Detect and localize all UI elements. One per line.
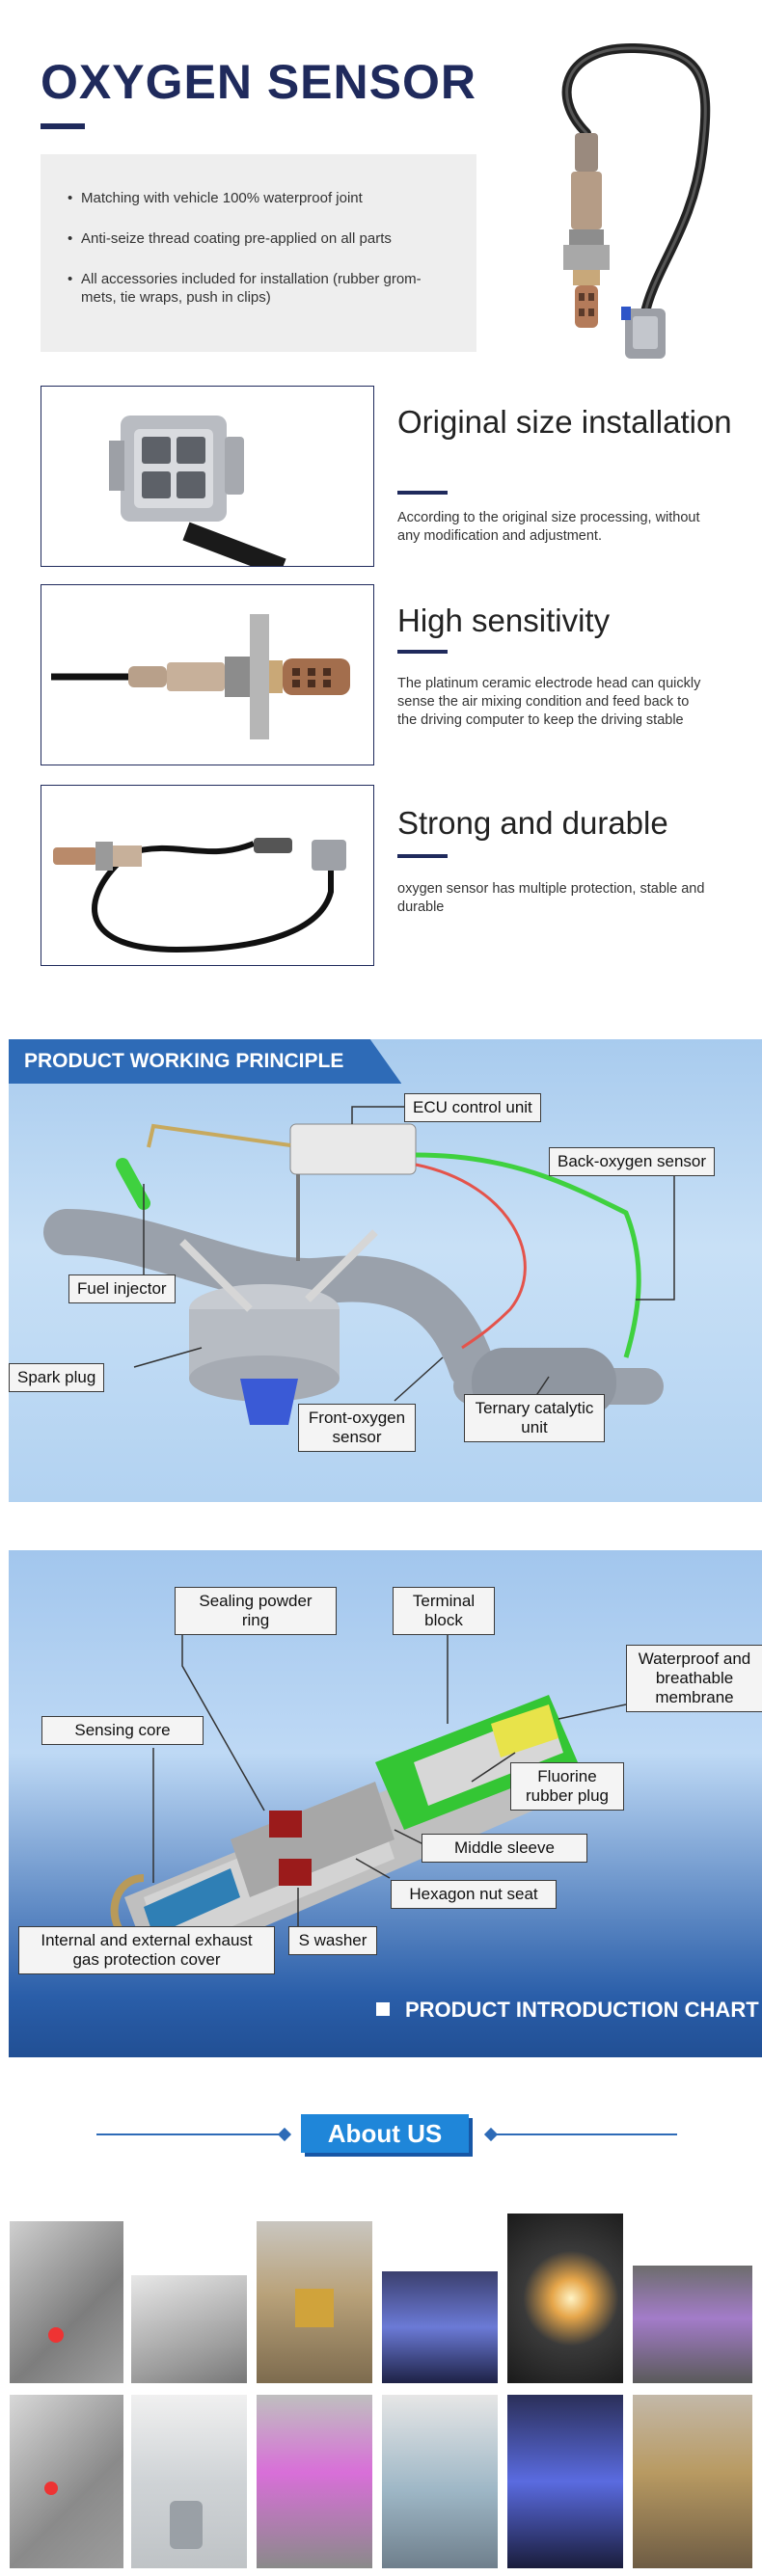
label-ecu: ECU control unit xyxy=(404,1093,541,1122)
label-hexagon-nut-seat: Hexagon nut seat xyxy=(391,1880,557,1909)
title-underline xyxy=(41,123,85,129)
engine-diagram xyxy=(43,1106,684,1425)
label-sensing-core: Sensing core xyxy=(41,1716,204,1745)
factory-photo xyxy=(382,2395,498,2568)
label-terminal-block: Terminal block xyxy=(393,1587,495,1635)
about-line-left xyxy=(96,2133,286,2135)
factory-photo xyxy=(257,2395,372,2568)
label-fuel-injector: Fuel injector xyxy=(68,1275,176,1303)
factory-photo xyxy=(10,2395,123,2568)
feature-description: oxygen sensor has multiple protection, s… xyxy=(397,881,705,915)
connector-image xyxy=(41,386,374,567)
about-us-heading: About US xyxy=(301,2114,469,2153)
feature-description: The platinum ceramic electrode head can … xyxy=(397,676,701,728)
label-s-washer: S washer xyxy=(288,1926,377,1955)
feature-description: According to the original size processin… xyxy=(397,510,700,544)
factory-photo xyxy=(131,2275,247,2383)
feature-title-original-size: Original size installation xyxy=(397,404,732,440)
working-principle-panel: PRODUCT WORKING PRINCIPLE ECU control un… xyxy=(9,1039,762,1502)
product-introduction-panel: Sealing powder ring Terminal block Water… xyxy=(9,1550,762,2057)
label-back-oxygen-sensor: Back-oxygen sensor xyxy=(549,1147,716,1176)
product-intro-caption: PRODUCT INTRODUCTION CHART xyxy=(376,1998,759,2023)
feature-underline xyxy=(397,650,448,654)
sensor-cutaway-diagram xyxy=(110,1608,627,1974)
feature-underline xyxy=(397,491,448,495)
label-sealing-powder-ring: Sealing powder ring xyxy=(175,1587,337,1635)
label-ternary-catalytic-unit: Ternary catalytic unit xyxy=(464,1394,605,1442)
oxygen-sensor-image xyxy=(561,42,711,359)
factory-photo xyxy=(257,2221,372,2383)
page-title: OXYGEN SENSOR xyxy=(41,55,476,109)
factory-photo xyxy=(633,2395,752,2568)
label-exhaust-protection-cover: Internal and external exhaust gas protec… xyxy=(18,1926,275,1974)
factory-photo xyxy=(10,2221,123,2383)
about-line-right xyxy=(494,2133,677,2135)
feature-item: Matching with vehicle 100% waterproof jo… xyxy=(68,189,451,207)
label-waterproof-membrane: Waterproof and breathable membrane xyxy=(626,1645,762,1712)
feature-title-strong-durable: Strong and durable xyxy=(397,805,668,841)
label-front-oxygen-sensor: Front-oxygen sensor xyxy=(298,1404,416,1452)
factory-photo xyxy=(507,2395,623,2568)
principle-tab: PRODUCT WORKING PRINCIPLE xyxy=(9,1039,402,1084)
feature-item: Anti-seize thread coating pre-applied on… xyxy=(68,229,451,248)
factory-photo xyxy=(633,2266,752,2383)
factory-photo xyxy=(131,2395,247,2568)
feature-item: All accessories included for installatio… xyxy=(68,270,451,307)
about-dot-left xyxy=(277,2127,292,2142)
factory-photo xyxy=(507,2214,623,2383)
sensor-probe-image xyxy=(41,584,374,765)
feature-title-high-sensitivity: High sensitivity xyxy=(397,603,611,638)
label-fluorine-rubber-plug: Fluorine rubber plug xyxy=(510,1762,624,1811)
full-sensor-cable-image xyxy=(41,785,374,966)
features-box: Matching with vehicle 100% waterproof jo… xyxy=(41,154,476,352)
factory-photo xyxy=(382,2271,498,2383)
label-spark-plug: Spark plug xyxy=(9,1363,105,1392)
feature-underline xyxy=(397,854,448,858)
label-middle-sleeve: Middle sleeve xyxy=(422,1834,587,1863)
